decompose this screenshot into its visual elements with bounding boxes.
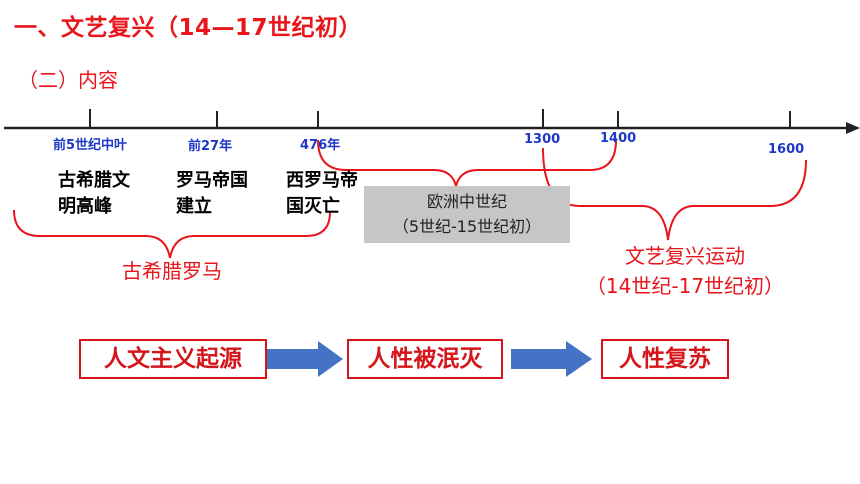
ancient-era-label: 古希腊罗马 [122, 259, 222, 283]
renaissance-era-label: 文艺复兴运动 （14世纪-17世纪初） [572, 241, 798, 301]
tick-label: 前27年 [188, 139, 233, 154]
tick-label: 1300 [524, 132, 561, 147]
page-title: 一、文艺复兴（14—17世纪初） [14, 15, 363, 41]
flow-arrow-right-icon [511, 341, 592, 377]
timeline-arrowhead [846, 122, 860, 134]
renaissance-label: 文艺复兴运动 [625, 244, 745, 268]
event-line: 国灭亡 [286, 196, 340, 217]
flow-step-humanity-suppressed: 人性被泯灭 [347, 339, 503, 379]
middle-ages-box: 欧洲中世纪 （5世纪-15世纪初） [364, 186, 570, 243]
flow-step-humanity-revival: 人性复苏 [601, 339, 729, 379]
section-subtitle: （二）内容 [18, 68, 118, 92]
event-line: 古希腊文 [58, 170, 130, 191]
ancient-era-brace [13, 209, 331, 259]
event-greek-civilization: 古希腊文 明高峰 [58, 168, 130, 220]
flow-step-humanism-origin: 人文主义起源 [79, 339, 267, 379]
event-line: 西罗马帝 [286, 170, 358, 191]
tick-label: 前5世纪中叶 [53, 138, 128, 153]
event-line: 明高峰 [58, 196, 112, 217]
event-line: 建立 [176, 196, 212, 217]
event-western-rome-fall: 西罗马帝 国灭亡 [286, 168, 358, 220]
middle-ages-label: 欧洲中世纪 [426, 192, 507, 211]
tick-label: 476年 [300, 138, 341, 153]
tick-label: 1600 [768, 142, 805, 157]
event-roman-empire: 罗马帝国 建立 [176, 168, 248, 220]
middle-ages-brace [317, 139, 617, 187]
renaissance-brace [542, 147, 807, 241]
event-line: 罗马帝国 [176, 170, 248, 191]
tick-label: 1400 [600, 131, 637, 146]
renaissance-range: （14世纪-17世纪初） [585, 274, 785, 298]
middle-ages-range: （5世纪-15世纪初） [392, 217, 542, 236]
flow-arrow-right-icon [267, 341, 343, 377]
